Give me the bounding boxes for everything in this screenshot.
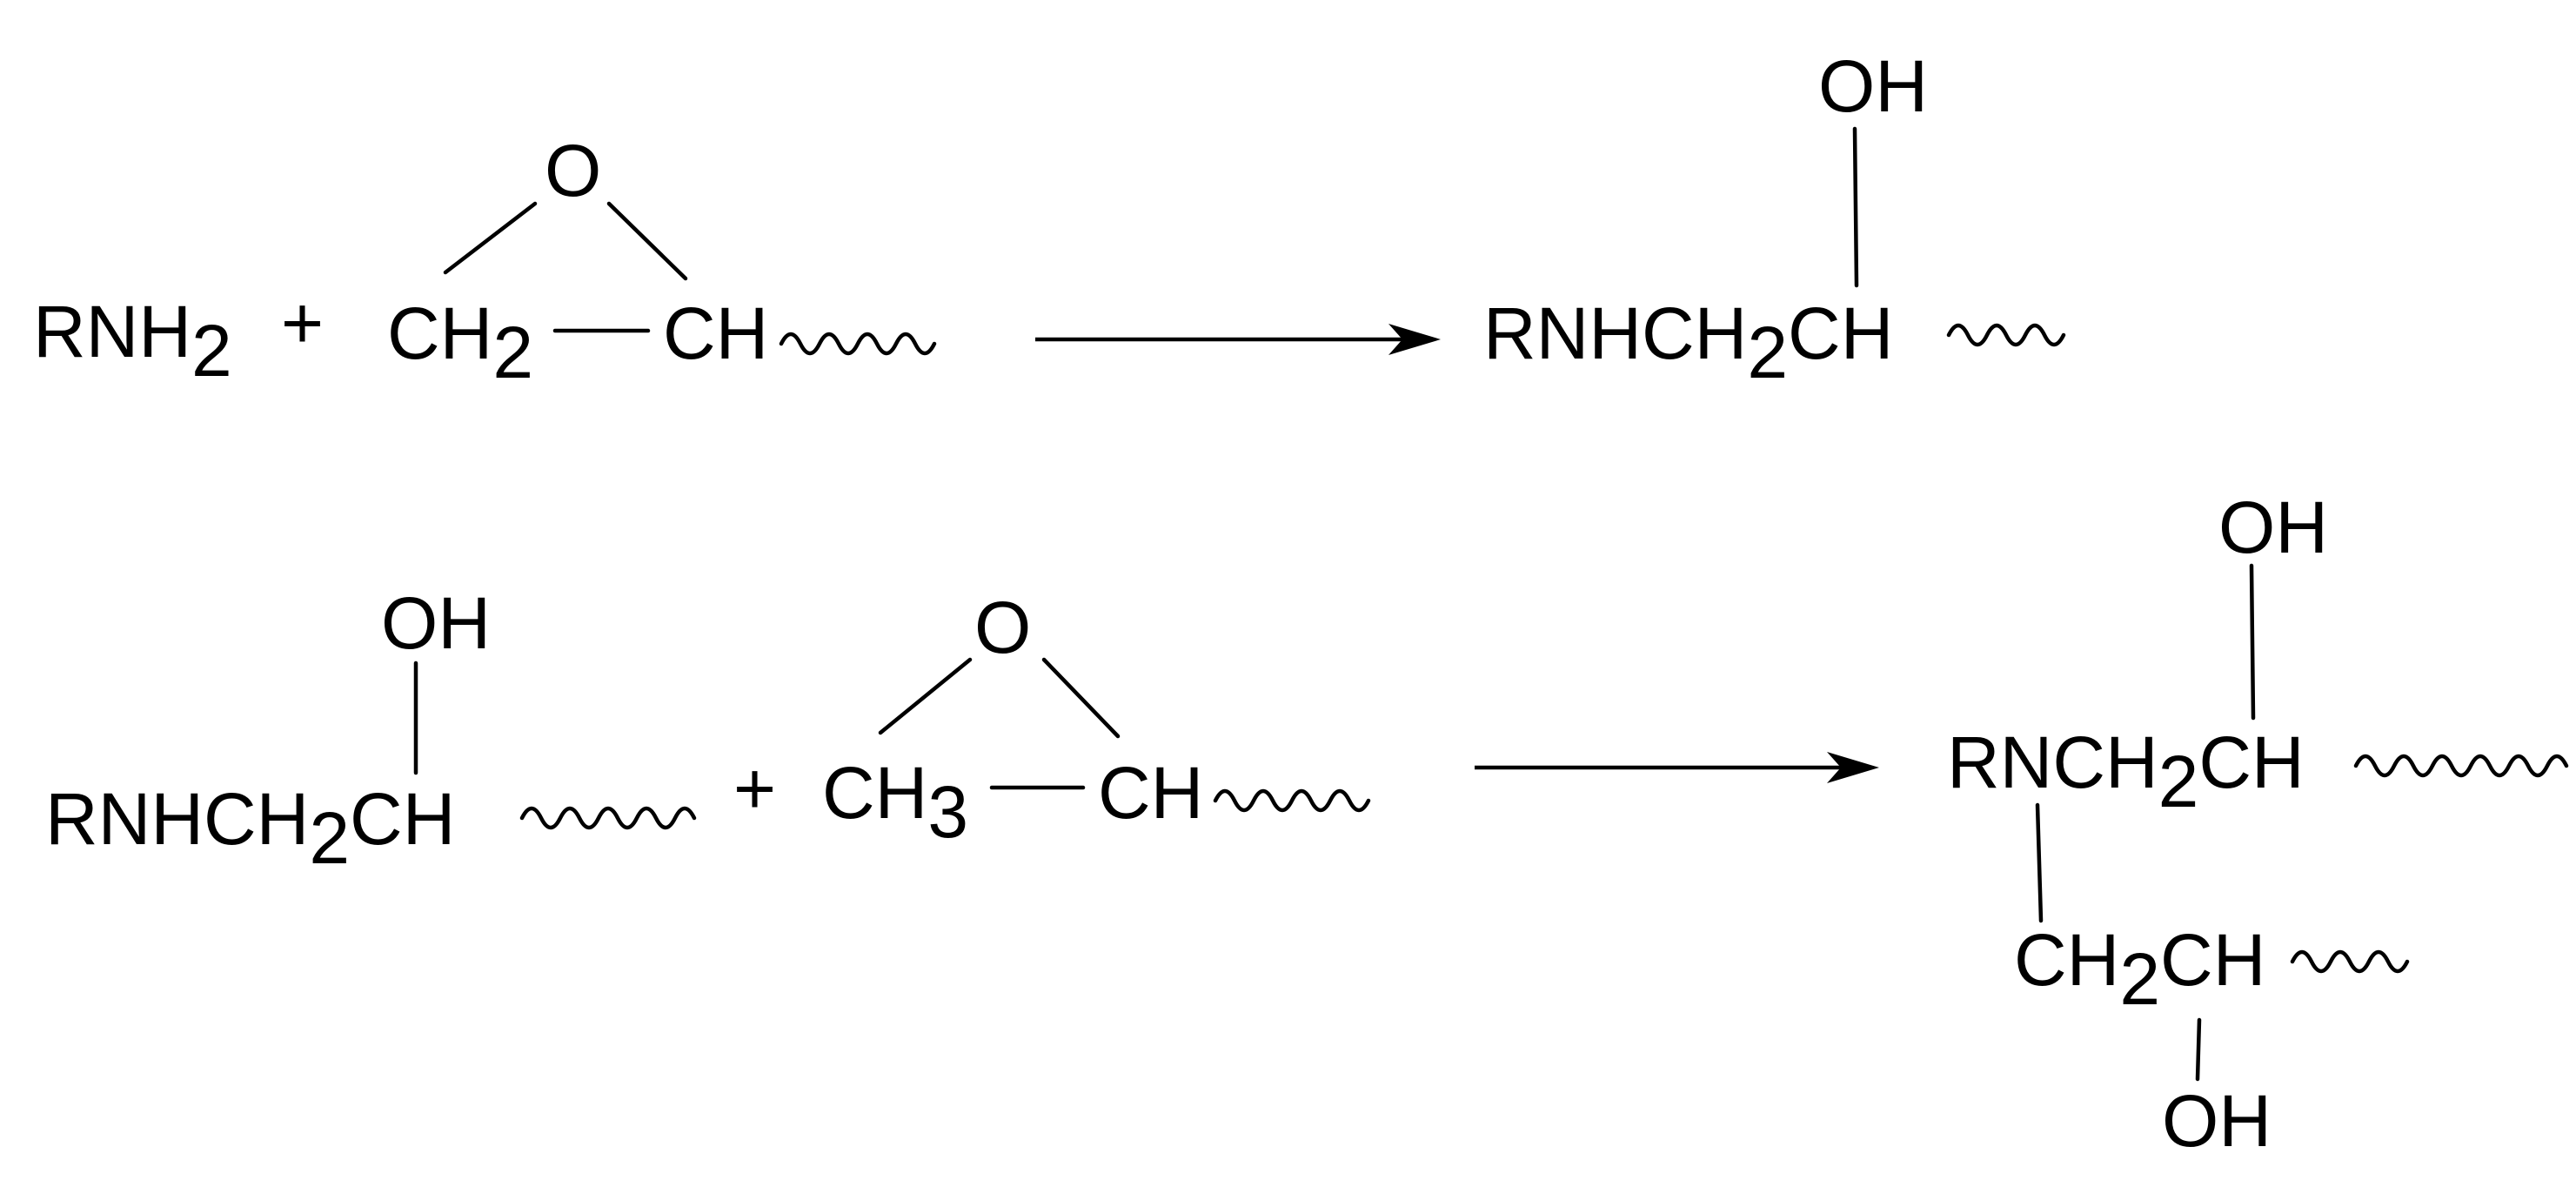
product-1-oh-bond [1852,126,1859,288]
reaction-2: RNHCH2CH OH + O CH3 CH RNCH2CH OH [45,486,2569,1162]
plus-sign-1: + [281,282,324,364]
epoxide-left-bond [878,657,973,735]
alcohol-reactant-chain: RNHCH2CH [45,778,455,879]
alcohol-reactant-hydroxyl: OH [381,582,491,664]
epoxide-ch2-label: CH2 [387,292,533,393]
plus-sign-2: + [733,748,776,829]
product-1-hydroxyl: OH [1818,45,1928,127]
reaction-arrow-1 [1035,324,1441,355]
product-2-branch-oh-bond [2195,1017,2202,1082]
product-2-n-branch-bond [2035,802,2044,923]
polymer-chain-wavy-line [519,806,697,830]
epoxide-right-bond [1041,657,1121,739]
epoxide-reactant-1: O CH2 CH [387,130,937,393]
epoxide-ch-label: CH [1098,752,1203,834]
epoxide-oxygen: O [974,587,1031,668]
polymer-chain-wavy-line [2353,754,2569,778]
product-2-branch-chain: CH2CH [2014,919,2265,1020]
product-1: RNHCH2CH OH [1483,45,2066,393]
product-2-main-oh-bond [2249,563,2256,721]
product-2-main-chain: RNCH2CH [1947,721,2305,822]
alcohol-reactant: RNHCH2CH OH [45,582,697,879]
polymer-chain-wavy-line [1213,788,1371,813]
amine-reactant-label: RNH2 [33,291,232,392]
epoxide-right-bond [606,201,688,281]
reaction-1: RNH2 + O CH2 CH RNHCH2CH OH [33,45,2066,393]
epoxide-ch3-label: CH3 [822,752,968,853]
epoxide-reactant-2: O CH3 CH [822,587,1371,853]
epoxide-oxygen: O [545,130,601,211]
product-2-branch-hydroxyl: OH [2162,1080,2272,1162]
polymer-chain-wavy-line [1946,323,2066,347]
epoxide-left-bond [443,201,538,275]
epoxide-ch-label: CH [663,292,768,374]
reaction-arrow-2 [1475,752,1879,783]
product-1-chain: RNHCH2CH [1483,292,1893,393]
product-2: RNCH2CH OH CH2CH OH [1947,486,2569,1162]
polymer-chain-wavy-line [2290,949,2410,974]
polymer-chain-wavy-line [779,332,937,356]
product-2-main-hydroxyl: OH [2218,486,2328,568]
